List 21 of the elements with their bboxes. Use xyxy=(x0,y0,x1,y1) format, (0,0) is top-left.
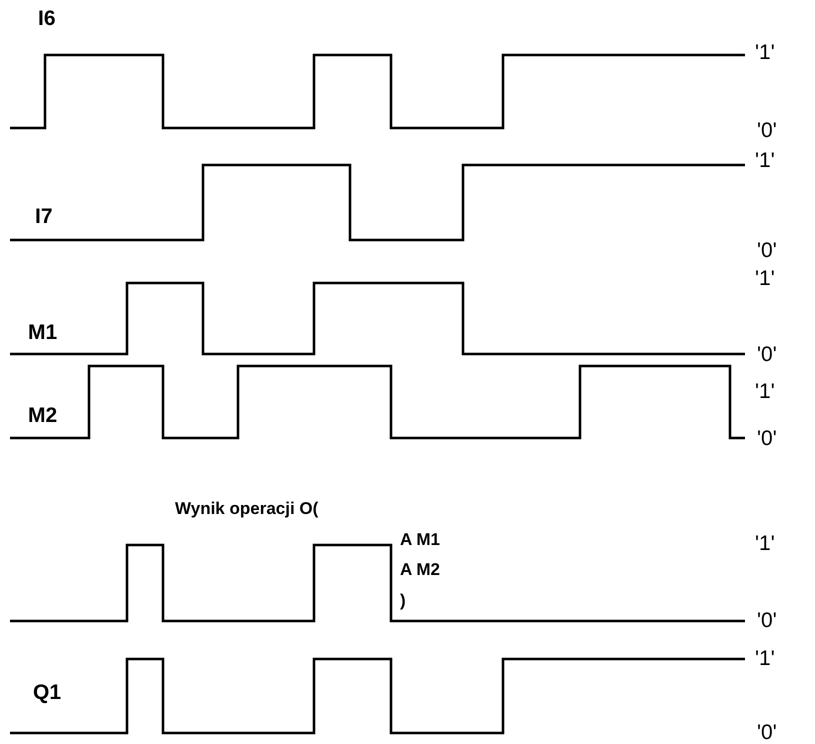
signal-name: M2 xyxy=(28,405,58,426)
logic-level-label: '1' xyxy=(755,268,775,289)
logic-level-label: '1' xyxy=(755,533,775,554)
signal-name: Q1 xyxy=(33,682,62,703)
logic-level-label: '0' xyxy=(757,120,777,141)
signal-name: I6 xyxy=(38,8,56,29)
logic-level-label: '1' xyxy=(755,381,775,402)
logic-level-label: '0' xyxy=(757,428,777,449)
annotation-text: Wynik operacji O( xyxy=(175,500,318,517)
annotation-text: A M1 xyxy=(400,531,440,548)
logic-level-label: '0' xyxy=(757,722,777,743)
signal-name: M1 xyxy=(28,322,58,343)
logic-level-label: '0' xyxy=(757,240,777,261)
logic-level-label: '1' xyxy=(755,150,775,171)
logic-level-label: '1' xyxy=(755,648,775,669)
signal-name: I7 xyxy=(35,206,53,227)
annotation-text: A M2 xyxy=(400,561,440,578)
logic-level-label: '1' xyxy=(755,42,775,63)
logic-level-label: '0' xyxy=(757,344,777,365)
logic-level-label: '0' xyxy=(757,610,777,631)
annotation-text: ) xyxy=(400,592,406,609)
